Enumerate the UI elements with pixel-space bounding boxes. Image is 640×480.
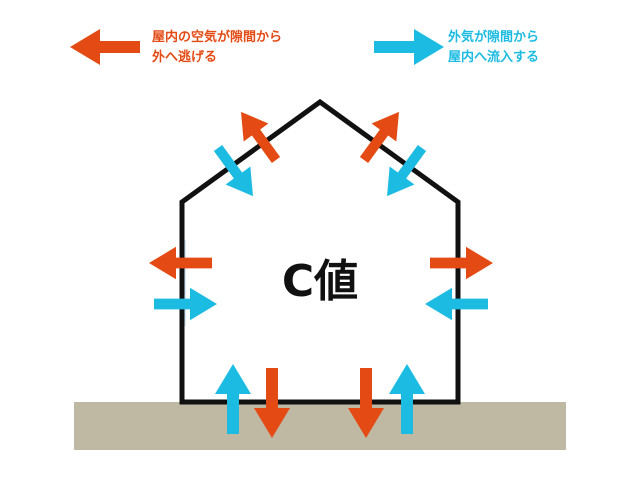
- right-wall-outflow-arrow-icon: [430, 246, 493, 280]
- legend-inflow-arrow-icon: [374, 29, 444, 65]
- legend-outflow-line1: 屋内の空気が隙間から: [152, 30, 283, 45]
- legend-inflow-line2: 屋内へ流入する: [448, 50, 540, 65]
- ground: [74, 402, 566, 450]
- legend-inflow-text: 外気が隙間から 屋内へ流入する: [448, 28, 539, 68]
- center-label: C値: [281, 256, 359, 307]
- legend-outflow-line2: 外へ逃げる: [152, 50, 218, 65]
- legend-inflow-line1: 外気が隙間から: [448, 30, 540, 45]
- legend-outflow-arrow-icon: [70, 29, 140, 65]
- legend-outflow-text: 屋内の空気が隙間から 外へ逃げる: [152, 28, 282, 68]
